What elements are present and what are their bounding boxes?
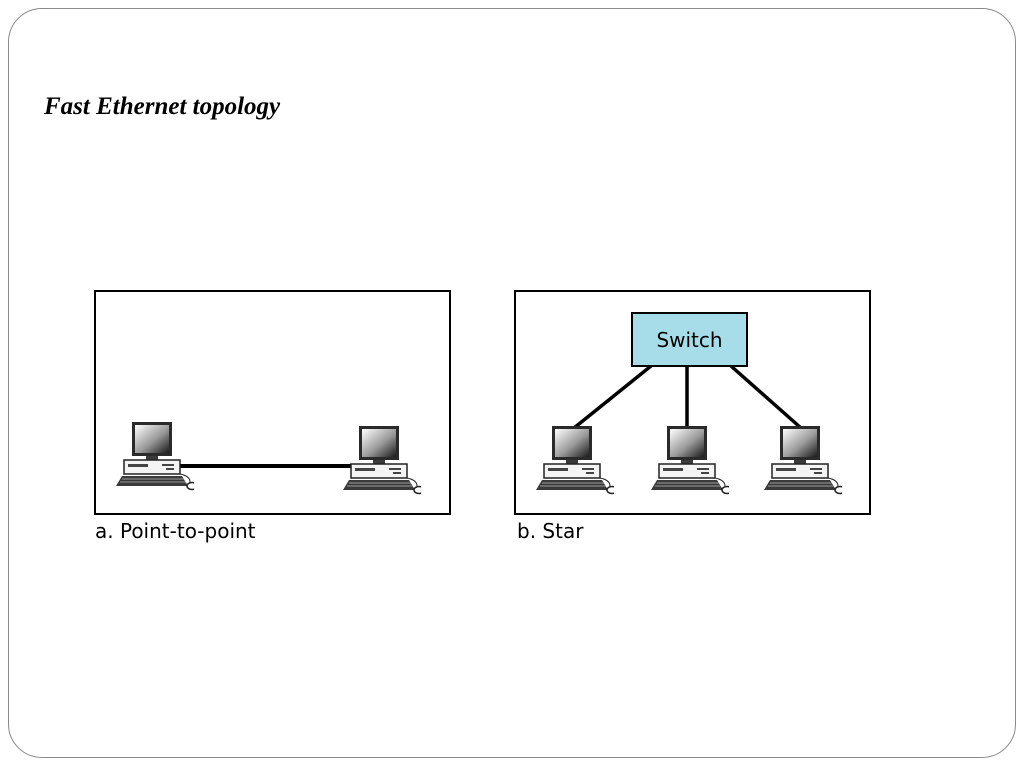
page-title: Fast Ethernet topology <box>44 93 281 120</box>
switch-box: Switch <box>631 312 748 367</box>
computer-icon <box>116 422 194 491</box>
star-caption: b. Star <box>517 519 584 543</box>
computer-icon <box>343 426 421 495</box>
switch-label: Switch <box>656 327 723 352</box>
computer-icon <box>764 426 842 495</box>
point-to-point-caption: a. Point-to-point <box>95 519 256 543</box>
computer-icon <box>651 426 729 495</box>
computer-icon <box>536 426 614 495</box>
